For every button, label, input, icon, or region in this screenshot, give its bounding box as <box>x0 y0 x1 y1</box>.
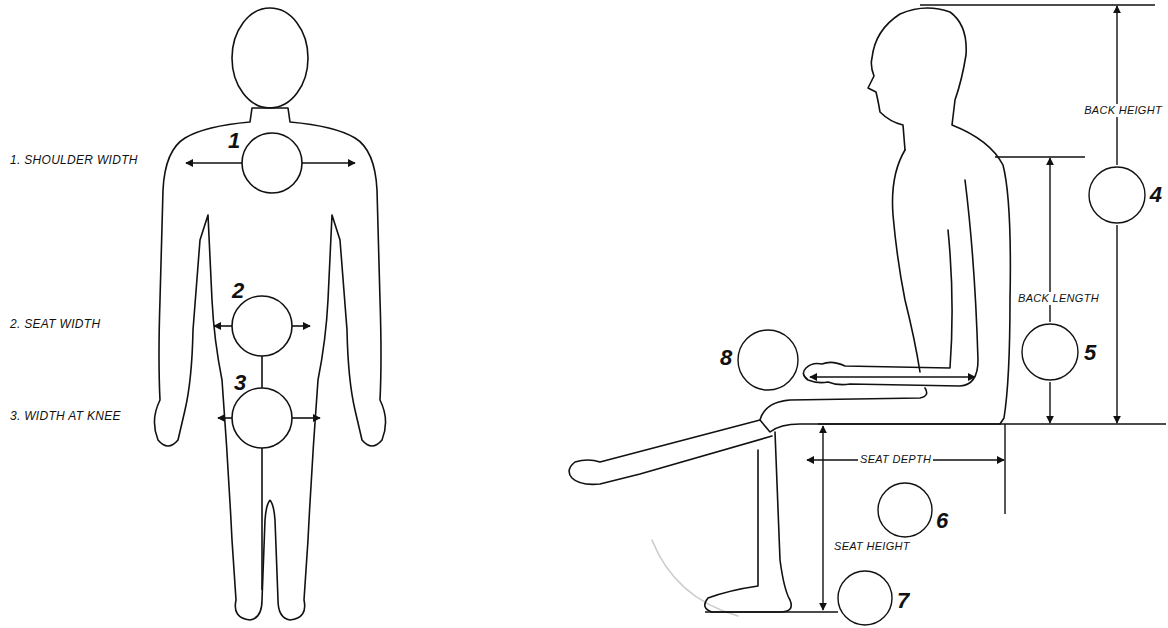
dimension-arrow <box>186 162 242 164</box>
center-line <box>261 448 263 590</box>
wheel-arc <box>652 540 738 616</box>
chest <box>893 150 921 372</box>
callout-number: 6 <box>934 508 950 533</box>
dimension-arrow <box>822 426 823 610</box>
dimension-arrow <box>1116 225 1117 423</box>
dimension-arrow <box>218 417 232 419</box>
dimension-name: 2. SEAT WIDTH <box>8 318 102 332</box>
measure-circle <box>1022 324 1078 380</box>
dimension-arrow <box>1116 6 1117 165</box>
measure-circle <box>1089 167 1145 223</box>
callout-number: 4 <box>1148 182 1164 207</box>
dimension-arrow <box>292 417 320 419</box>
arm <box>803 180 978 386</box>
front-figure <box>154 8 385 620</box>
dimension-name: SEAT DEPTH <box>858 453 933 466</box>
dimension-name: BACK HEIGHT <box>1082 104 1164 117</box>
measure-circle <box>242 133 302 193</box>
callout-number: 2 <box>230 278 246 303</box>
measure-circle <box>878 483 932 537</box>
floor-line <box>705 611 838 612</box>
extension-line <box>920 4 1155 5</box>
extension-line <box>1004 424 1005 514</box>
callout-number: 7 <box>895 588 911 613</box>
callout-number: 8 <box>718 345 734 370</box>
dimension-name: 1. SHOULDER WIDTH <box>8 154 140 168</box>
near-lower-leg <box>569 420 772 484</box>
dimension-arrow <box>292 325 310 327</box>
dimension-arrow <box>302 162 355 164</box>
front-dimensions <box>186 133 355 590</box>
measure-circle <box>232 388 292 448</box>
measure-circle <box>838 571 892 625</box>
dimension-name: 3. WIDTH AT KNEE <box>8 410 123 424</box>
dimension-name: BACK LENGTH <box>1016 292 1101 305</box>
thigh <box>760 388 1000 432</box>
dimension-arrow <box>214 325 232 327</box>
seated-figure <box>569 8 1010 616</box>
seated-dimensions <box>705 5 1166 625</box>
callout-number: 5 <box>1082 340 1098 365</box>
extension-line <box>995 156 1085 157</box>
head-and-torso <box>868 8 1010 424</box>
measure-circle <box>232 296 292 356</box>
center-line <box>261 356 263 388</box>
callout-number: 1 <box>226 128 242 153</box>
dimension-arrow <box>810 376 975 377</box>
dimension-name: SEAT HEIGHT <box>832 540 912 553</box>
far-leg <box>705 432 791 612</box>
dimension-arrow <box>1049 382 1050 423</box>
callout-number: 3 <box>232 370 248 395</box>
measure-circle <box>738 330 798 390</box>
extension-line <box>818 423 1166 424</box>
head-outline <box>232 8 308 108</box>
